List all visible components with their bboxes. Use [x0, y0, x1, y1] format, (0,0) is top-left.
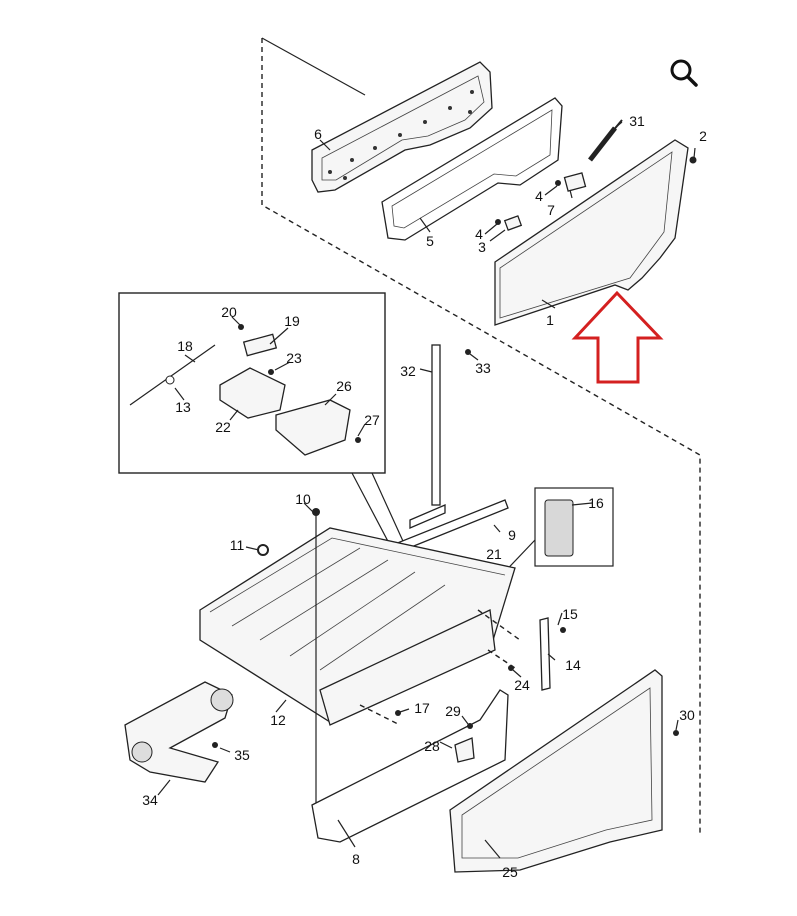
part-30-screw [673, 730, 679, 736]
callout-3: 3 [478, 239, 486, 255]
part-16-vent [544, 499, 574, 557]
callout-labels: 1 2 3 4 4 5 6 7 8 9 10 11 12 13 14 15 16… [142, 113, 707, 880]
callout-6: 6 [314, 126, 322, 142]
zoom-button[interactable] [664, 54, 704, 94]
callout-17: 17 [414, 700, 430, 716]
fastener-dash-lines [359, 609, 521, 726]
part-17-screw [395, 710, 401, 716]
part-7-bracket [563, 172, 587, 192]
callout-28: 28 [424, 738, 440, 754]
upper-group-outline [261, 38, 701, 835]
part-11-grommet [257, 544, 269, 556]
callout-12: 12 [270, 712, 286, 728]
part-8-rail [311, 689, 509, 843]
callout-31: 31 [629, 113, 645, 129]
part-15-screw [560, 627, 566, 633]
callout-4a: 4 [535, 188, 543, 204]
callout-7: 7 [547, 202, 555, 218]
callout-8: 8 [352, 851, 360, 867]
inset-parts [129, 324, 361, 456]
callout-19: 19 [284, 313, 300, 329]
callout-5: 5 [426, 233, 434, 249]
callout-2: 2 [699, 128, 707, 144]
callout-27: 27 [364, 412, 380, 428]
callout-25: 25 [502, 864, 518, 880]
callout-29: 29 [445, 703, 461, 719]
callout-22: 22 [215, 419, 231, 435]
highlight-arrow [571, 290, 664, 384]
part-1-side-panel [494, 139, 689, 326]
callout-16: 16 [588, 495, 604, 511]
callout-21: 21 [486, 546, 502, 562]
callout-30: 30 [679, 707, 695, 723]
callout-34: 34 [142, 792, 158, 808]
part-6-seal-frame [311, 61, 493, 193]
callout-18: 18 [177, 338, 193, 354]
part-14-bar [539, 617, 551, 691]
part-32-post [409, 344, 446, 529]
callout-13: 13 [175, 399, 191, 415]
callout-9: 9 [508, 527, 516, 543]
callout-10: 10 [295, 491, 311, 507]
callout-14: 14 [565, 657, 581, 673]
part-35-bolt [212, 742, 218, 748]
part-3-latch [503, 215, 523, 231]
leader-lines [157, 121, 696, 859]
part-4-screw-upper [555, 180, 561, 186]
callout-32: 32 [400, 363, 416, 379]
callout-33: 33 [475, 360, 491, 376]
callout-4b: 4 [475, 226, 483, 242]
callout-26: 26 [336, 378, 352, 394]
callout-35: 35 [234, 747, 250, 763]
callout-23: 23 [286, 350, 302, 366]
part-33-screw [465, 349, 471, 355]
part-28-clip [454, 737, 475, 763]
callout-11: 11 [230, 537, 245, 553]
part-12-tray [199, 527, 516, 726]
callout-1: 1 [546, 312, 554, 328]
magnifier-icon [670, 59, 698, 87]
callout-20: 20 [221, 304, 237, 320]
callout-15: 15 [562, 606, 578, 622]
callout-24: 24 [514, 677, 530, 693]
part-2-screw [689, 156, 697, 164]
part-4-screw-lower [495, 219, 501, 225]
part-34-bracket [124, 681, 234, 783]
part-25-lower-panel [449, 669, 663, 873]
part-5-seal [381, 97, 563, 241]
part-29-screw [467, 723, 473, 729]
